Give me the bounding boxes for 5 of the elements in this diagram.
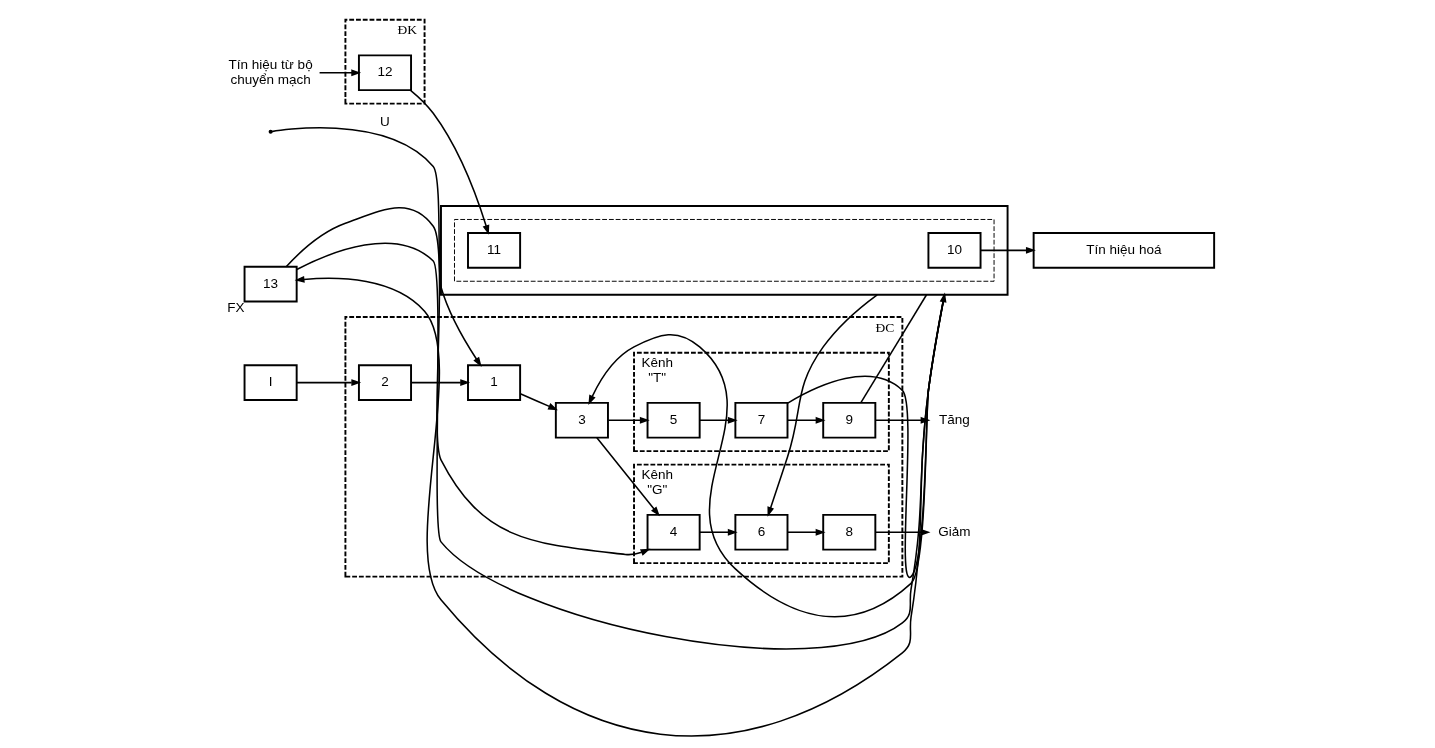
node-text: Tăng bbox=[938, 411, 970, 427]
node-text: Tín hiệu từ bộ chuyển mạch bbox=[228, 57, 313, 87]
edge-label: U bbox=[379, 114, 390, 130]
node-text: Giảm bbox=[937, 523, 971, 539]
node-label: FX bbox=[226, 300, 244, 316]
